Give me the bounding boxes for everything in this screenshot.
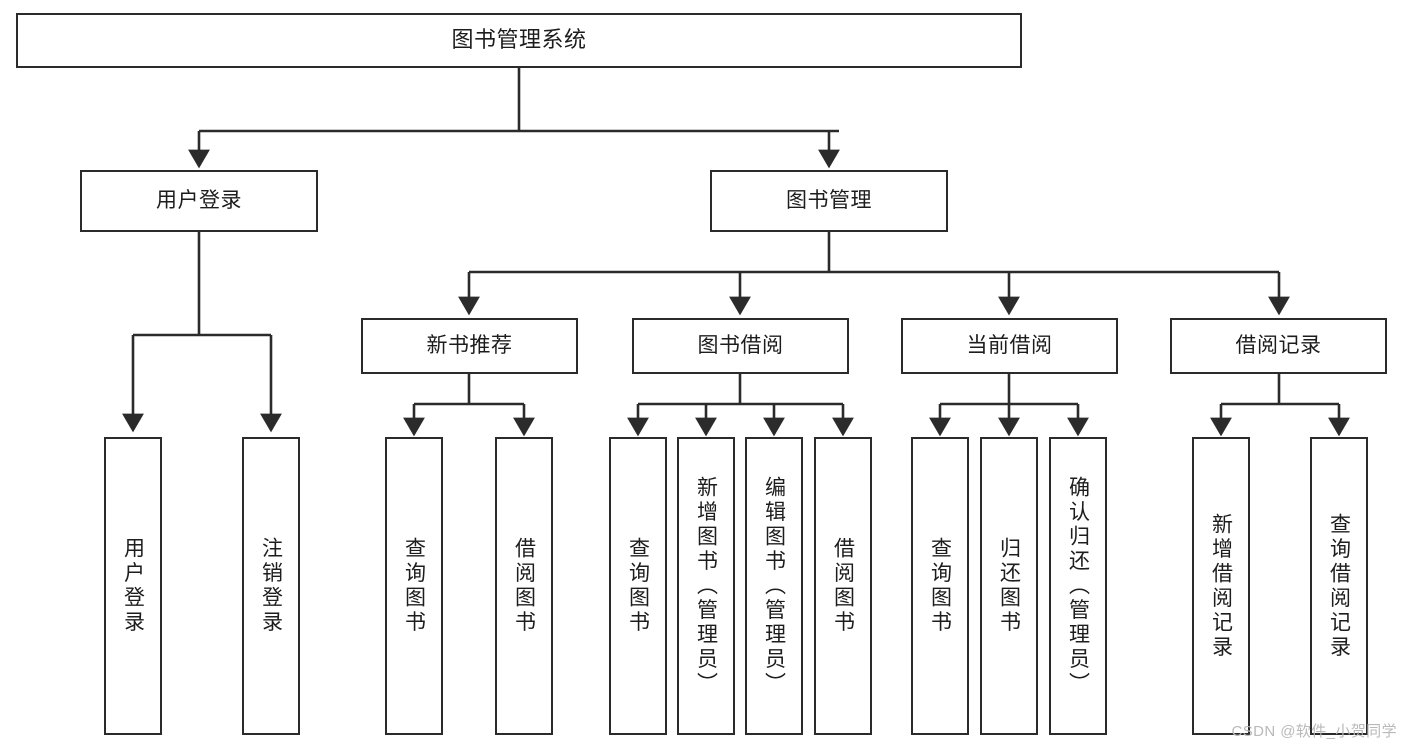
- leaf-borrow-add-book-label: 新增图书（管理员）: [694, 475, 718, 697]
- leaf-borrow-borrow-book[interactable]: 借阅图书: [814, 437, 872, 735]
- node-book-borrow[interactable]: 图书借阅: [632, 318, 849, 374]
- leaf-newbook-query-book-label: 查询图书: [402, 537, 426, 635]
- leaf-borrow-add-book[interactable]: 新增图书（管理员）: [677, 437, 735, 735]
- node-new-book-recommend[interactable]: 新书推荐: [361, 318, 578, 374]
- node-user-login-label: 用户登录: [156, 189, 242, 213]
- leaf-current-return-book[interactable]: 归还图书: [980, 437, 1038, 735]
- leaf-current-return-book-label: 归还图书: [997, 537, 1021, 635]
- leaf-borrow-query-book[interactable]: 查询图书: [609, 437, 667, 735]
- leaf-user-login[interactable]: 用户登录: [104, 437, 162, 735]
- node-root-label: 图书管理系统: [451, 27, 587, 53]
- leaf-newbook-borrow-book-label: 借阅图书: [512, 537, 536, 635]
- leaf-record-query-record[interactable]: 查询借阅记录: [1310, 437, 1368, 735]
- leaf-record-add-record-label: 新增借阅记录: [1209, 512, 1233, 660]
- node-new-book-recommend-label: 新书推荐: [426, 334, 513, 358]
- leaf-borrow-edit-book[interactable]: 编辑图书（管理员）: [745, 437, 803, 735]
- leaf-newbook-query-book[interactable]: 查询图书: [385, 437, 443, 735]
- node-user-login[interactable]: 用户登录: [80, 170, 318, 232]
- leaf-current-query-book[interactable]: 查询图书: [911, 437, 969, 735]
- leaf-user-logout-label: 注销登录: [259, 537, 283, 635]
- leaf-borrow-borrow-book-label: 借阅图书: [831, 537, 855, 635]
- node-borrow-record-label: 借阅记录: [1235, 334, 1322, 358]
- watermark-text: CSDN @软件_小贺同学: [1231, 723, 1397, 740]
- node-book-management-label: 图书管理: [786, 189, 872, 213]
- leaf-current-confirm-return[interactable]: 确认归还（管理员）: [1049, 437, 1107, 735]
- leaf-current-query-book-label: 查询图书: [928, 537, 952, 635]
- leaf-newbook-borrow-book[interactable]: 借阅图书: [495, 437, 553, 735]
- node-book-management[interactable]: 图书管理: [710, 170, 948, 232]
- node-borrow-record[interactable]: 借阅记录: [1170, 318, 1387, 374]
- node-current-borrow-label: 当前借阅: [966, 334, 1053, 358]
- leaf-user-login-label: 用户登录: [121, 537, 145, 635]
- leaf-record-query-record-label: 查询借阅记录: [1327, 512, 1351, 660]
- node-root[interactable]: 图书管理系统: [16, 13, 1022, 68]
- leaf-user-logout[interactable]: 注销登录: [242, 437, 300, 735]
- node-book-borrow-label: 图书借阅: [697, 334, 784, 358]
- leaf-current-confirm-return-label: 确认归还（管理员）: [1066, 475, 1090, 697]
- leaf-record-add-record[interactable]: 新增借阅记录: [1192, 437, 1250, 735]
- leaf-borrow-query-book-label: 查询图书: [626, 537, 650, 635]
- node-current-borrow[interactable]: 当前借阅: [901, 318, 1118, 374]
- leaf-borrow-edit-book-label: 编辑图书（管理员）: [762, 475, 786, 697]
